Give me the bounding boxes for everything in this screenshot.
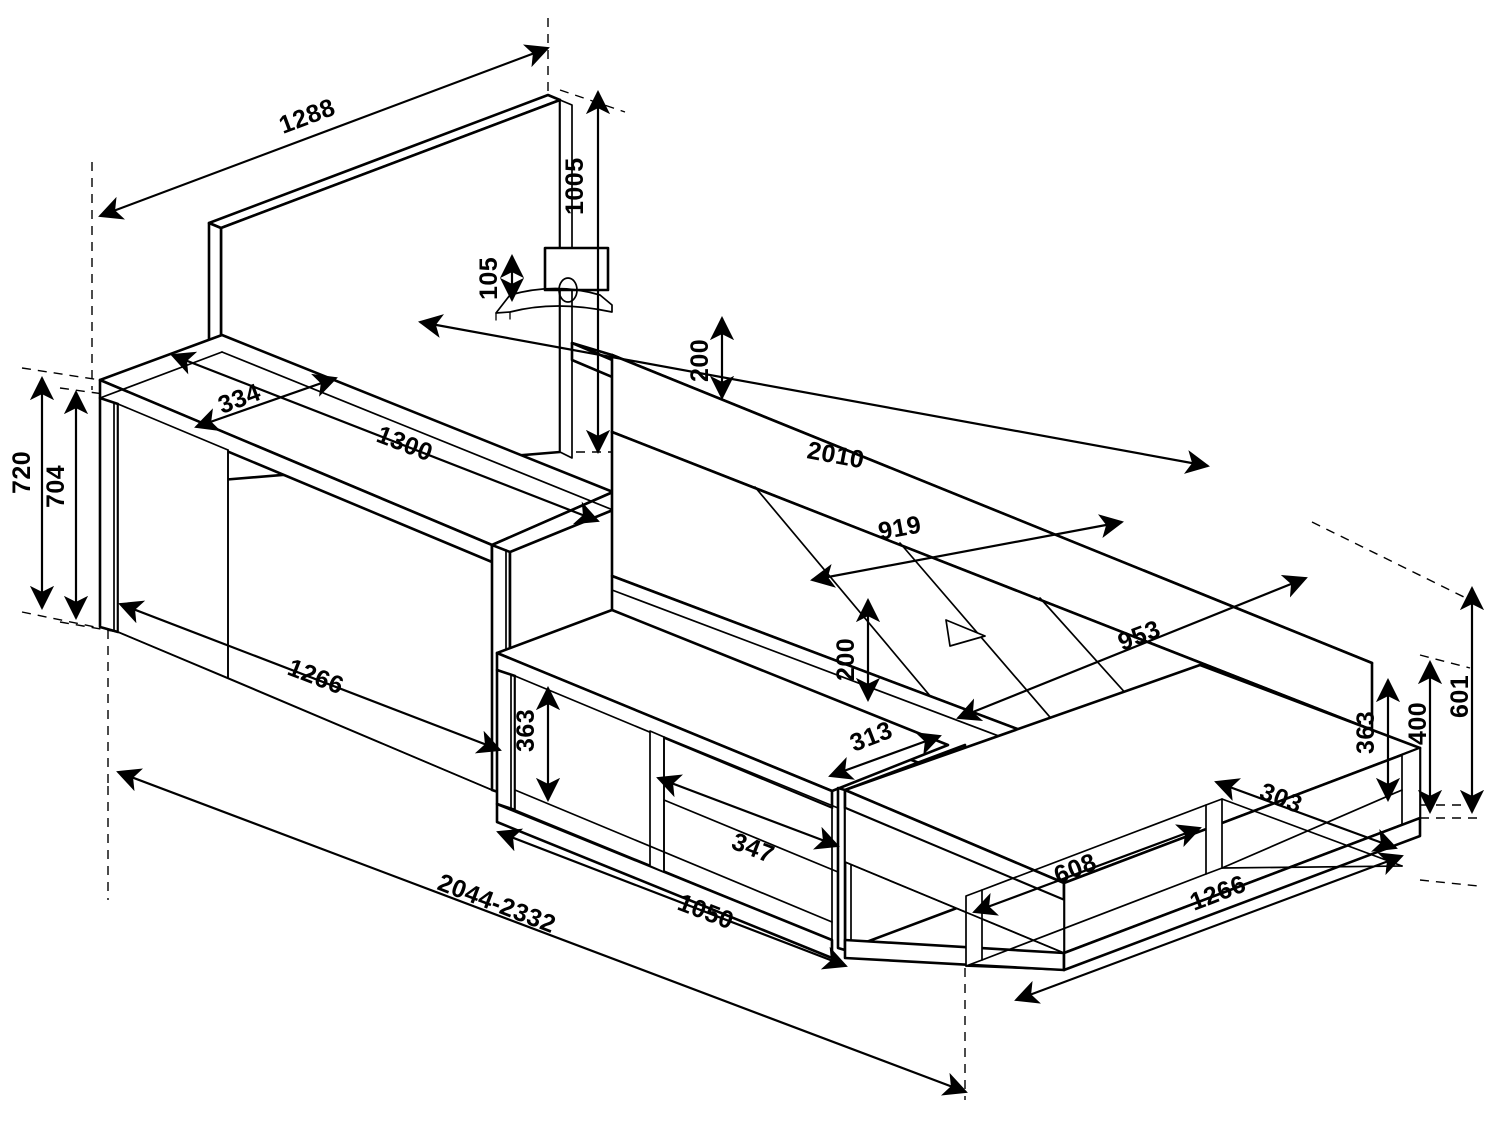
dimension-lines bbox=[29, 44, 1485, 1096]
dimension-label-200-upper: 200 bbox=[686, 339, 714, 382]
dimension-label-704: 704 bbox=[42, 465, 70, 508]
dimension-label-400: 400 bbox=[1404, 702, 1432, 745]
dimension-label-363-left: 363 bbox=[512, 709, 540, 752]
dimension-label-1288: 1288 bbox=[275, 93, 339, 139]
dimension-label-363-right: 363 bbox=[1352, 711, 1380, 754]
dimension-label-overall-range: 2044-2332 bbox=[434, 868, 560, 939]
dimension-label-200-lower: 200 bbox=[832, 638, 860, 681]
dimension-label-1266-left: 1266 bbox=[284, 653, 348, 700]
dimension-label-720: 720 bbox=[8, 451, 36, 494]
dimension-label-1005: 1005 bbox=[561, 157, 589, 215]
dimension-label-601: 601 bbox=[1446, 675, 1474, 718]
dimension-label-105: 105 bbox=[475, 257, 503, 300]
